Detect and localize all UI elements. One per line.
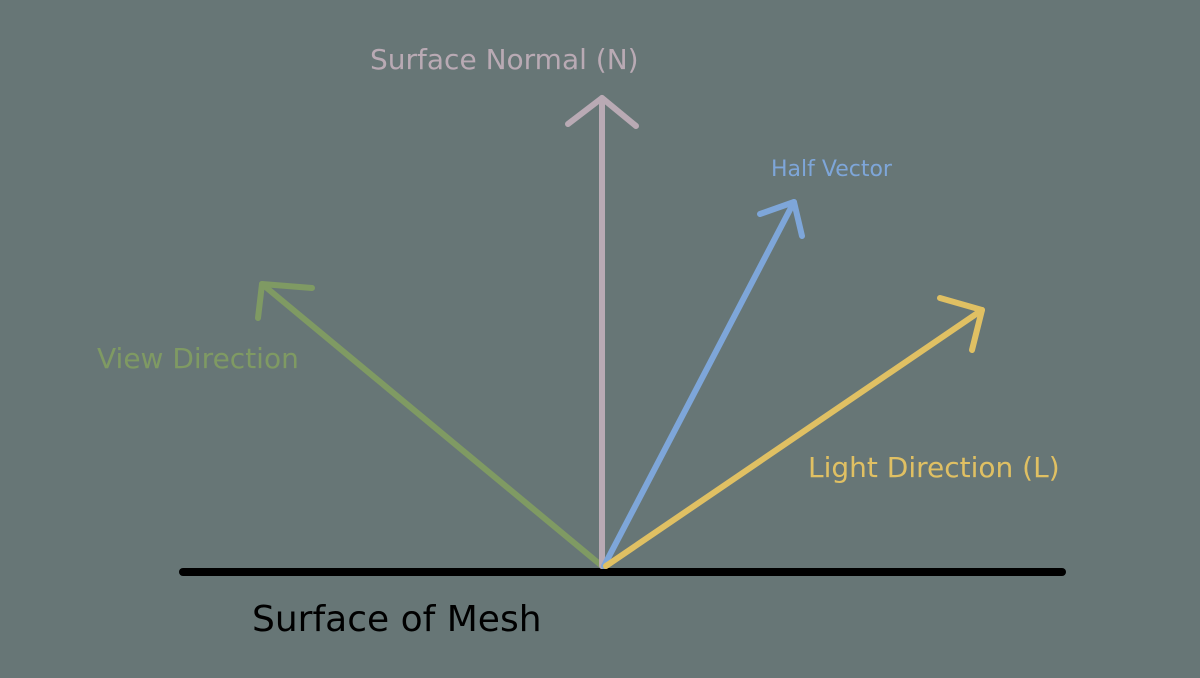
surface-normal-arrow [565,95,639,569]
light-direction-label: Light Direction (L) [808,451,1060,484]
half-vector-label: Half Vector [771,157,892,182]
view-direction-arrow [255,281,605,569]
half-vector-arrow [601,199,805,569]
light-direction-arrow [603,295,985,569]
surface-normal-label: Surface Normal (N) [370,43,639,76]
surface-of-mesh-label: Surface of Mesh [252,599,542,640]
view-direction-label: View Direction [97,342,299,375]
